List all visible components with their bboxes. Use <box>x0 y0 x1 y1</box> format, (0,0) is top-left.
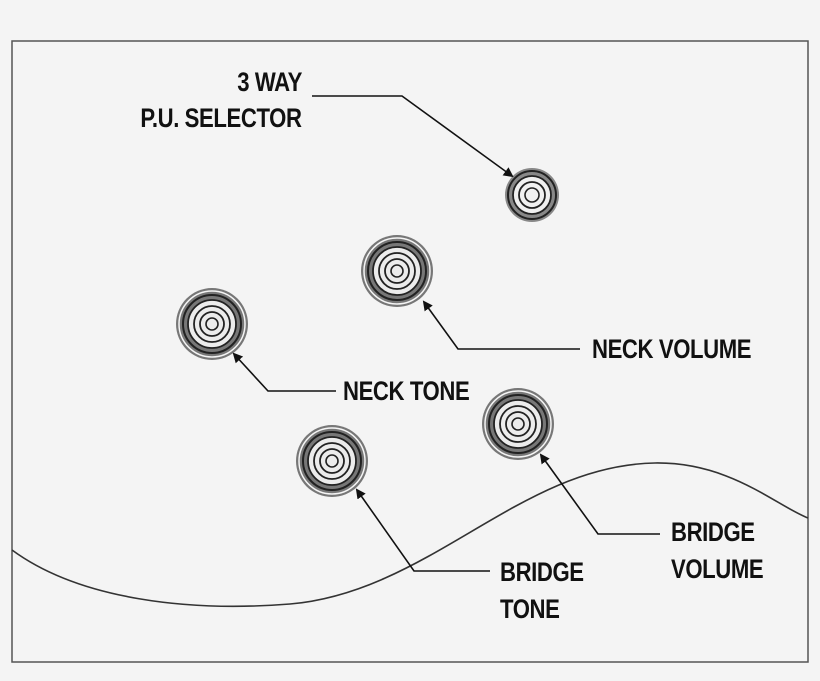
diagram-frame <box>11 40 809 663</box>
bridge-tone-label-line1: BRIDGE <box>500 557 584 587</box>
bridge-tone-leader-arrow <box>355 488 490 572</box>
bridge-volume-label-line1: BRIDGE <box>671 517 755 547</box>
bridge-volume-label-line2: VOLUME <box>671 554 764 584</box>
neck-tone-knob <box>176 288 248 360</box>
neck-volume-label: NECK VOLUME <box>592 334 752 364</box>
guitar-body-edge <box>11 462 809 608</box>
neck-tone-label: NECK TONE <box>343 376 470 406</box>
bridge-volume-knob <box>482 388 554 460</box>
bridge-volume-leader-arrow <box>539 453 660 535</box>
selector-label-line1: 3 WAY <box>237 67 302 97</box>
bridge-tone-label-line2: TONE <box>500 594 560 624</box>
neck-volume-knob <box>361 235 433 307</box>
neck-volume-leader-arrow <box>422 300 580 350</box>
selector-label-line2: P.U. SELECTOR <box>140 103 303 133</box>
bridge-tone-knob <box>296 425 368 497</box>
selector-leader-arrow <box>312 95 514 178</box>
selector-switch-knob <box>505 168 559 222</box>
neck-tone-leader-arrow <box>232 352 336 392</box>
